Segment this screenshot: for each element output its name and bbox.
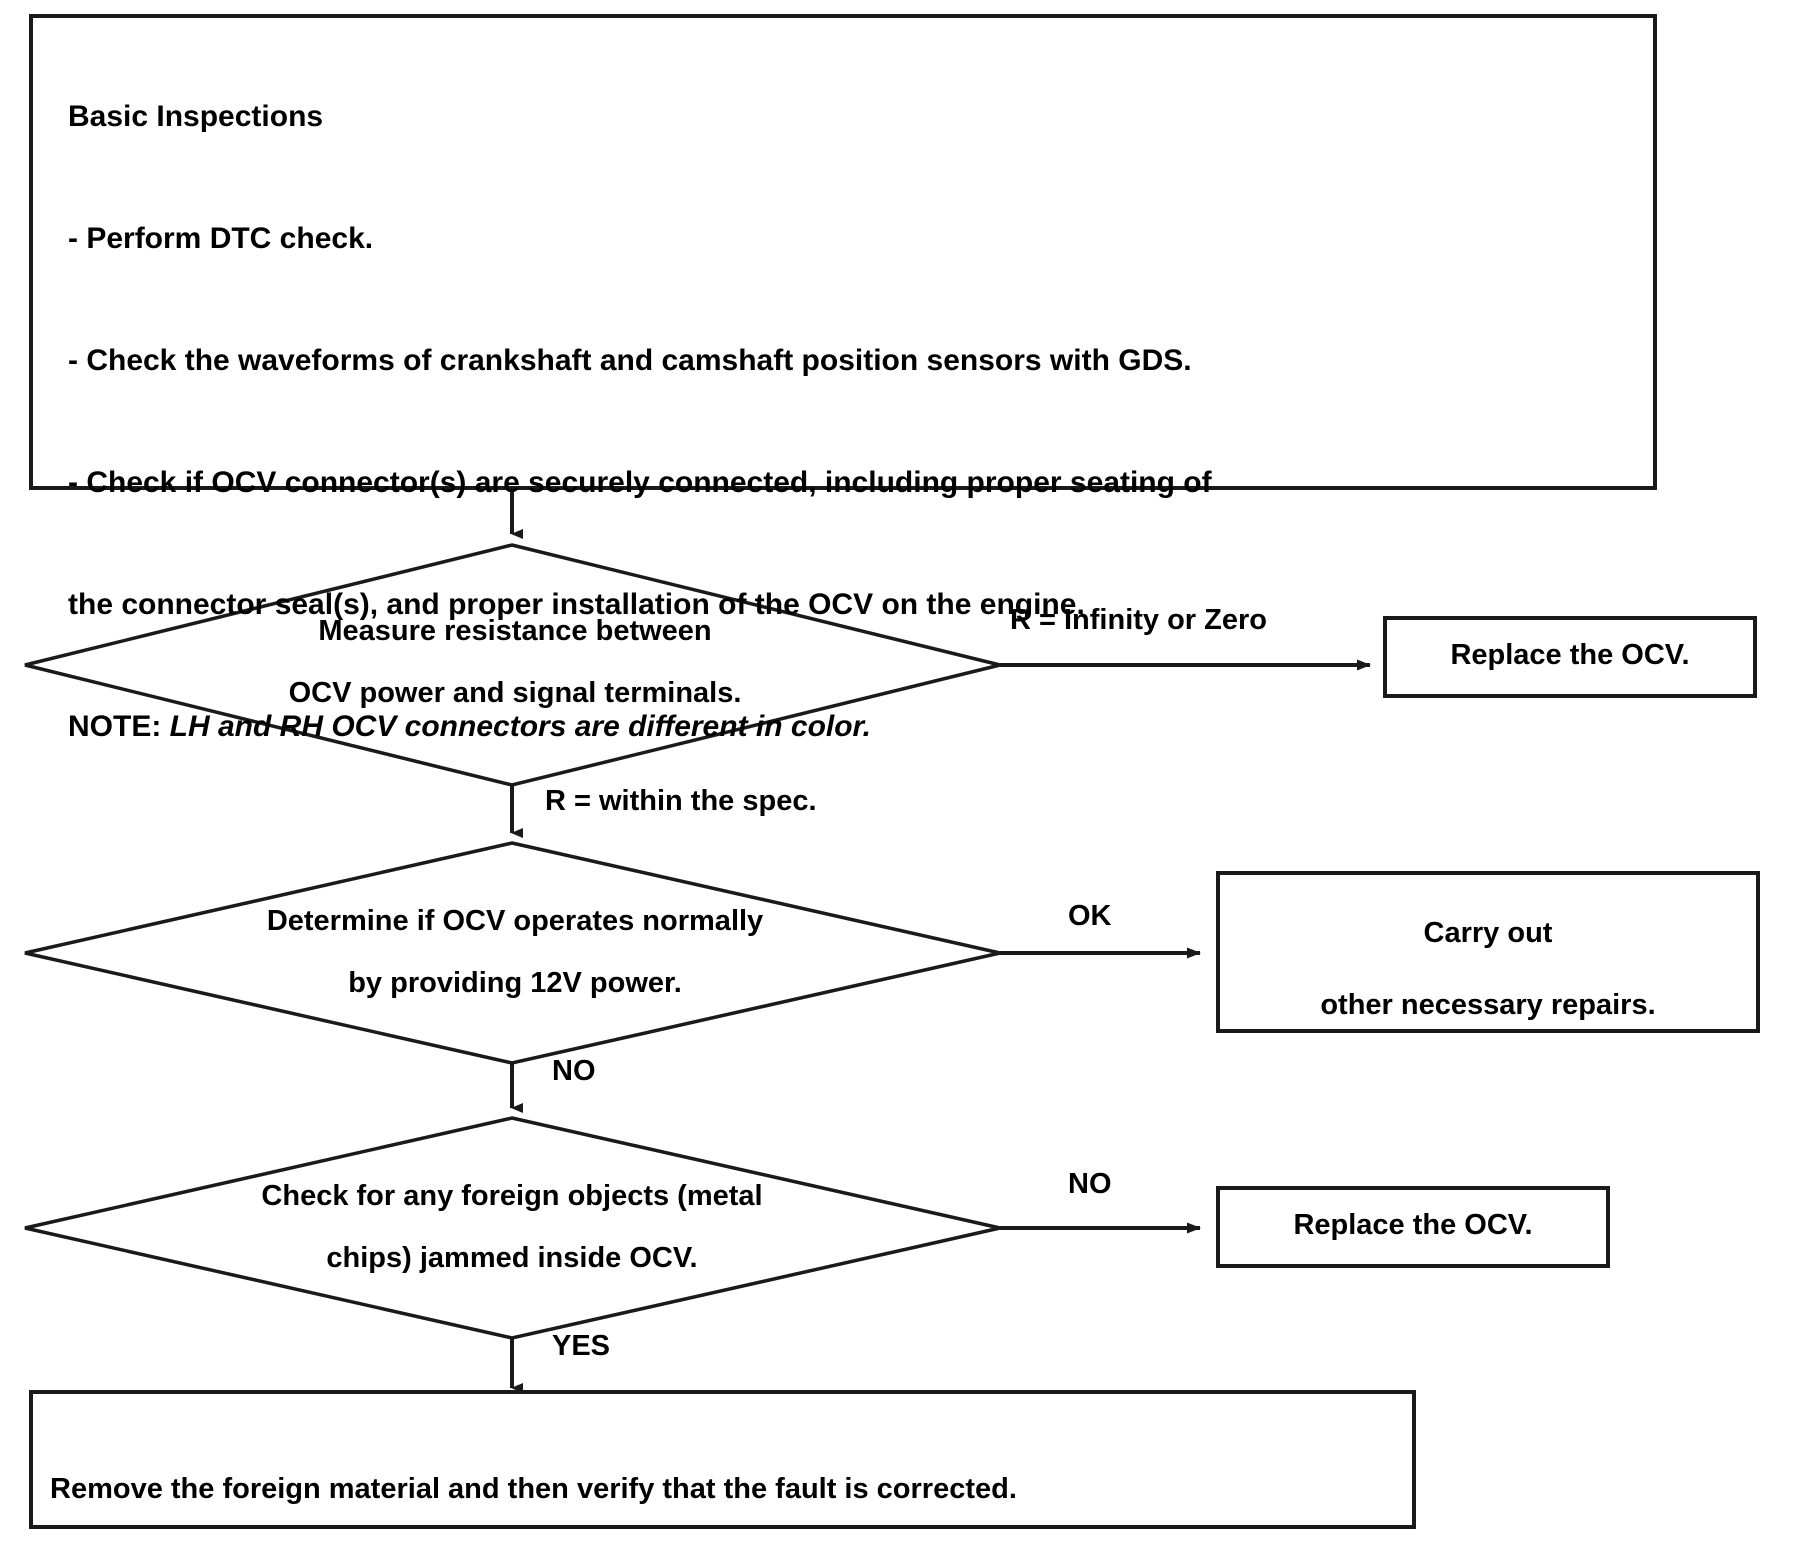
basic-inspections-line-2: - Check the waveforms of crankshaft and …	[68, 344, 1192, 377]
basic-inspections-line-1: - Perform DTC check.	[68, 222, 374, 255]
edge-label-resistance-pass: R = within the spec.	[545, 785, 817, 817]
basic-inspections-text: Basic Inspections - Perform DTC check. -…	[68, 26, 1638, 818]
box-replace-ocv-1-line-1: Replace the OCV.	[1450, 639, 1690, 671]
basic-inspections-line-4: the connector seal(s), and proper instal…	[68, 588, 1085, 621]
decision-check-foreign-objects-line-1: Check for any foreign objects (metal	[261, 1180, 763, 1212]
box-carry-out-repairs-line-1: Carry out	[1423, 917, 1553, 949]
remove-material-text: Remove the foreign material and then ver…	[50, 1402, 1450, 1555]
remove-material-line-1: Remove the foreign material and then ver…	[50, 1473, 1017, 1505]
box-carry-out-repairs-line-2: other necessary repairs.	[1320, 989, 1656, 1021]
box-carry-out-repairs-text: Carry out other necessary repairs.	[1218, 897, 1758, 1041]
basic-inspections-line-3: - Check if OCV connector(s) are securely…	[68, 466, 1212, 499]
decision-measure-resistance-line-2: OCV power and signal terminals.	[288, 677, 742, 709]
box-replace-ocv-2-text: Replace the OCV.	[1218, 1211, 1608, 1240]
edge-label-resistance-fail: R = Infinity or Zero	[1010, 604, 1267, 636]
decision-determine-operation-line-1: Determine if OCV operates normally	[266, 905, 764, 937]
basic-inspections-heading: Basic Inspections	[68, 100, 324, 133]
decision-check-foreign-objects-line-2: chips) jammed inside OCV.	[326, 1242, 698, 1274]
basic-inspections-note: NOTE: LH and RH OCV connectors are diffe…	[68, 696, 1638, 758]
decision-determine-operation-text: Determine if OCV operates normally by pr…	[120, 890, 910, 1014]
edge-label-foreign-yes: YES	[552, 1330, 611, 1362]
decision-determine-operation-line-2: by providing 12V power.	[348, 967, 682, 999]
basic-inspections-note-italic: LH and RH OCV connectors are different i…	[169, 710, 871, 743]
decision-check-foreign-objects-text: Check for any foreign objects (metal chi…	[112, 1165, 912, 1289]
decision-measure-resistance-line-1: Measure resistance between	[318, 615, 712, 647]
edge-label-operation-ok: OK	[1068, 900, 1112, 932]
box-replace-ocv-1-text: Replace the OCV.	[1385, 641, 1755, 670]
basic-inspections-note-label: NOTE:	[68, 710, 162, 743]
edge-label-foreign-no: NO	[1068, 1168, 1112, 1200]
edge-label-operation-no: NO	[552, 1055, 596, 1087]
decision-measure-resistance-text: Measure resistance between OCV power and…	[130, 600, 900, 724]
box-replace-ocv-2-line-1: Replace the OCV.	[1293, 1209, 1533, 1241]
